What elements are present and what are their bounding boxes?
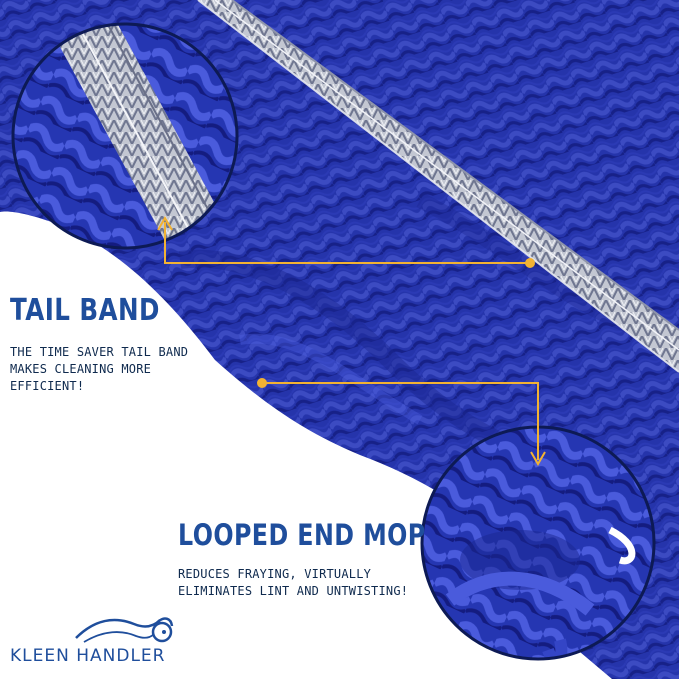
looped-end-description-line: REDUCES FRAYING, VIRTUALLY (178, 567, 372, 581)
tail-band-strap (197, 0, 679, 373)
tail-band-title: TAIL BAND (10, 293, 160, 328)
brand-name: KLEEN HANDLER (10, 646, 166, 666)
tail-band-description-line: EFFICIENT! (10, 379, 85, 393)
brand-logo: KLEEN HANDLER (10, 612, 180, 668)
tail-band-description-line: THE TIME SAVER TAIL BAND (10, 345, 189, 359)
tail-band-magnifier (11, 22, 239, 250)
looped-end-description: REDUCES FRAYING, VIRTUALLY ELIMINATES LI… (178, 566, 428, 600)
looped-end-title: LOOPED END MOP (178, 518, 426, 552)
bull-head-icon (75, 617, 174, 643)
looped-end-description-line: ELIMINATES LINT AND UNTWISTING! (178, 584, 409, 598)
tail-band-description: THE TIME SAVER TAIL BAND MAKES CLEANING … (10, 344, 210, 395)
tail-band-description-line: MAKES CLEANING MORE (10, 362, 152, 376)
callout-connectors (157, 216, 546, 466)
